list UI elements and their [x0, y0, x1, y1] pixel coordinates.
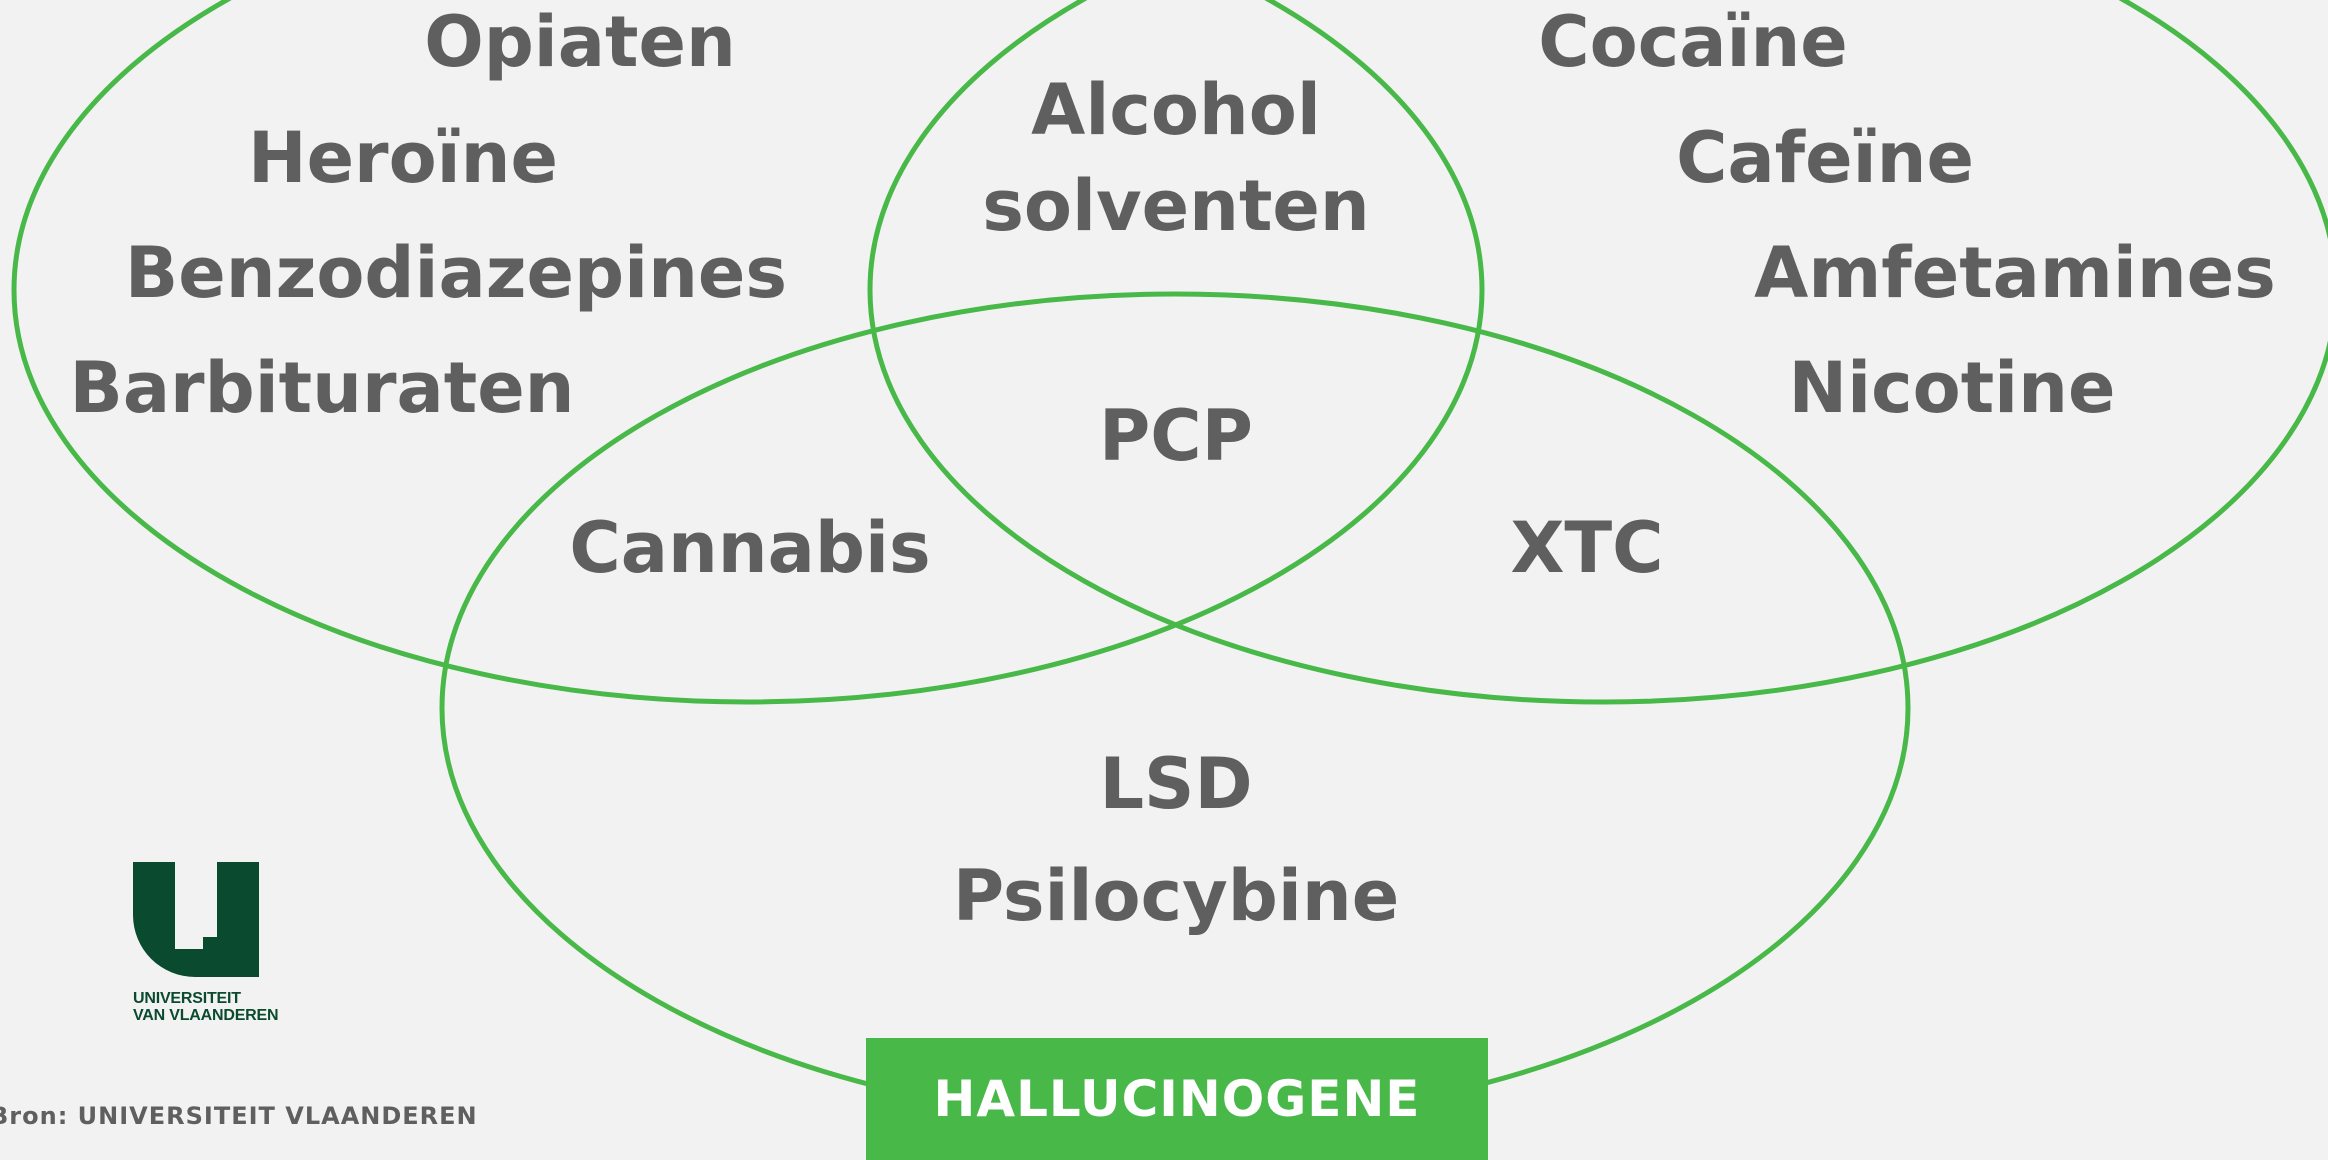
university-logo-text: UNIVERSITEIT VAN VLAANDEREN — [133, 990, 293, 1024]
ellipse-stimulants — [867, 0, 2328, 705]
label-barbituraten: Barbituraten — [69, 347, 574, 429]
label-cafeine: Cafeïne — [1676, 117, 1974, 199]
label-lsd: LSD — [1099, 743, 1252, 825]
label-alcohol: Alcohol — [1031, 69, 1321, 151]
label-benzodiazepines: Benzodiazepines — [125, 232, 787, 314]
label-cocaine: Cocaïne — [1538, 1, 1848, 83]
logo-line-1: UNIVERSITEIT — [133, 990, 241, 1007]
logo-line-2: VAN VLAANDEREN — [133, 1007, 279, 1024]
university-logo-icon — [133, 862, 259, 977]
label-heroine: Heroïne — [248, 117, 558, 199]
label-amfetamines: Amfetamines — [1754, 232, 2276, 314]
ellipse-depressants — [11, 0, 1485, 705]
hallucinogene-banner: HALLUCINOGENE — [866, 1038, 1488, 1160]
label-opiaten: Opiaten — [424, 1, 736, 83]
label-xtc: XTC — [1510, 507, 1663, 589]
label-psilocybine: Psilocybine — [953, 855, 1399, 937]
source-caption: Bron: UNIVERSITEIT VLAANDEREN — [0, 1102, 478, 1130]
label-nicotine: Nicotine — [1789, 347, 2116, 429]
label-pcp: PCP — [1099, 395, 1253, 477]
label-cannabis: Cannabis — [569, 507, 930, 589]
label-solventen: solventen — [982, 165, 1369, 247]
